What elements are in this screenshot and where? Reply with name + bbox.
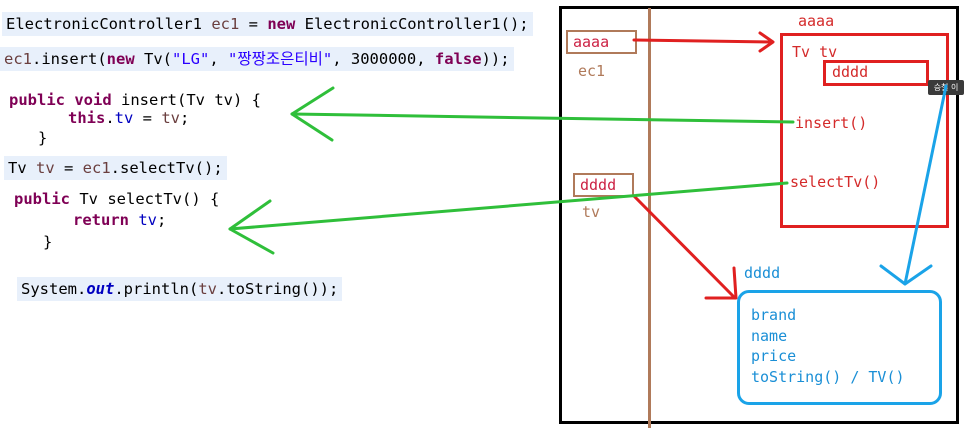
code-line-create-controller: ElectronicController1 ec1 = new Electron… xyxy=(2,12,533,36)
ec1-label: ec1 xyxy=(578,62,606,80)
controller-object-box xyxy=(780,33,949,228)
tv-reference-box: dddd xyxy=(573,173,634,197)
code-line-select-body: return tv; xyxy=(73,211,167,229)
controller-field-box xyxy=(823,60,929,86)
code-line-insert-signature: public void insert(Tv tv) { xyxy=(9,91,261,109)
tv-object-box: brand name price toString() / TV() xyxy=(737,290,942,405)
code-line-insert-call: ec1.insert(new Tv("LG", "짱짱조은티비", 300000… xyxy=(0,47,514,71)
arrow-insert-to-code xyxy=(290,86,795,142)
tv-label: tv xyxy=(582,203,601,221)
arrow-select-to-code xyxy=(228,181,789,255)
method-insert: insert() xyxy=(795,114,868,132)
arrow-tv-to-object xyxy=(632,194,738,300)
arrow-field-to-tvobject xyxy=(879,84,948,286)
code-line-select-call: Tv tv = ec1.selectTv(); xyxy=(4,156,227,180)
method-select-tv: selectTv() xyxy=(790,173,881,191)
code-line-insert-close: } xyxy=(38,129,48,147)
controller-field-label: Tv tv xyxy=(792,43,838,61)
tv-field-brand: brand xyxy=(751,306,797,324)
code-line-select-signature: public Tv selectTv() { xyxy=(14,190,220,208)
tv-method-tostring: toString() / TV() xyxy=(751,367,905,386)
code-line-insert-body: this.tv = tv; xyxy=(68,109,190,127)
controller-object-address: aaaa xyxy=(798,12,835,30)
code-line-println: System.out.println(tv.toString()); xyxy=(17,277,343,301)
controller-field-value: dddd xyxy=(832,63,869,81)
stack-heap-divider xyxy=(648,8,651,428)
tv-field-name: name xyxy=(751,326,788,345)
ec1-reference-box: aaaa xyxy=(566,30,637,54)
memory-panel xyxy=(559,6,959,424)
arrow-ec1-to-object xyxy=(632,31,775,53)
tv-field-price: price xyxy=(751,347,797,365)
tv-object-address: dddd xyxy=(744,264,781,282)
code-line-select-close: } xyxy=(43,233,53,251)
